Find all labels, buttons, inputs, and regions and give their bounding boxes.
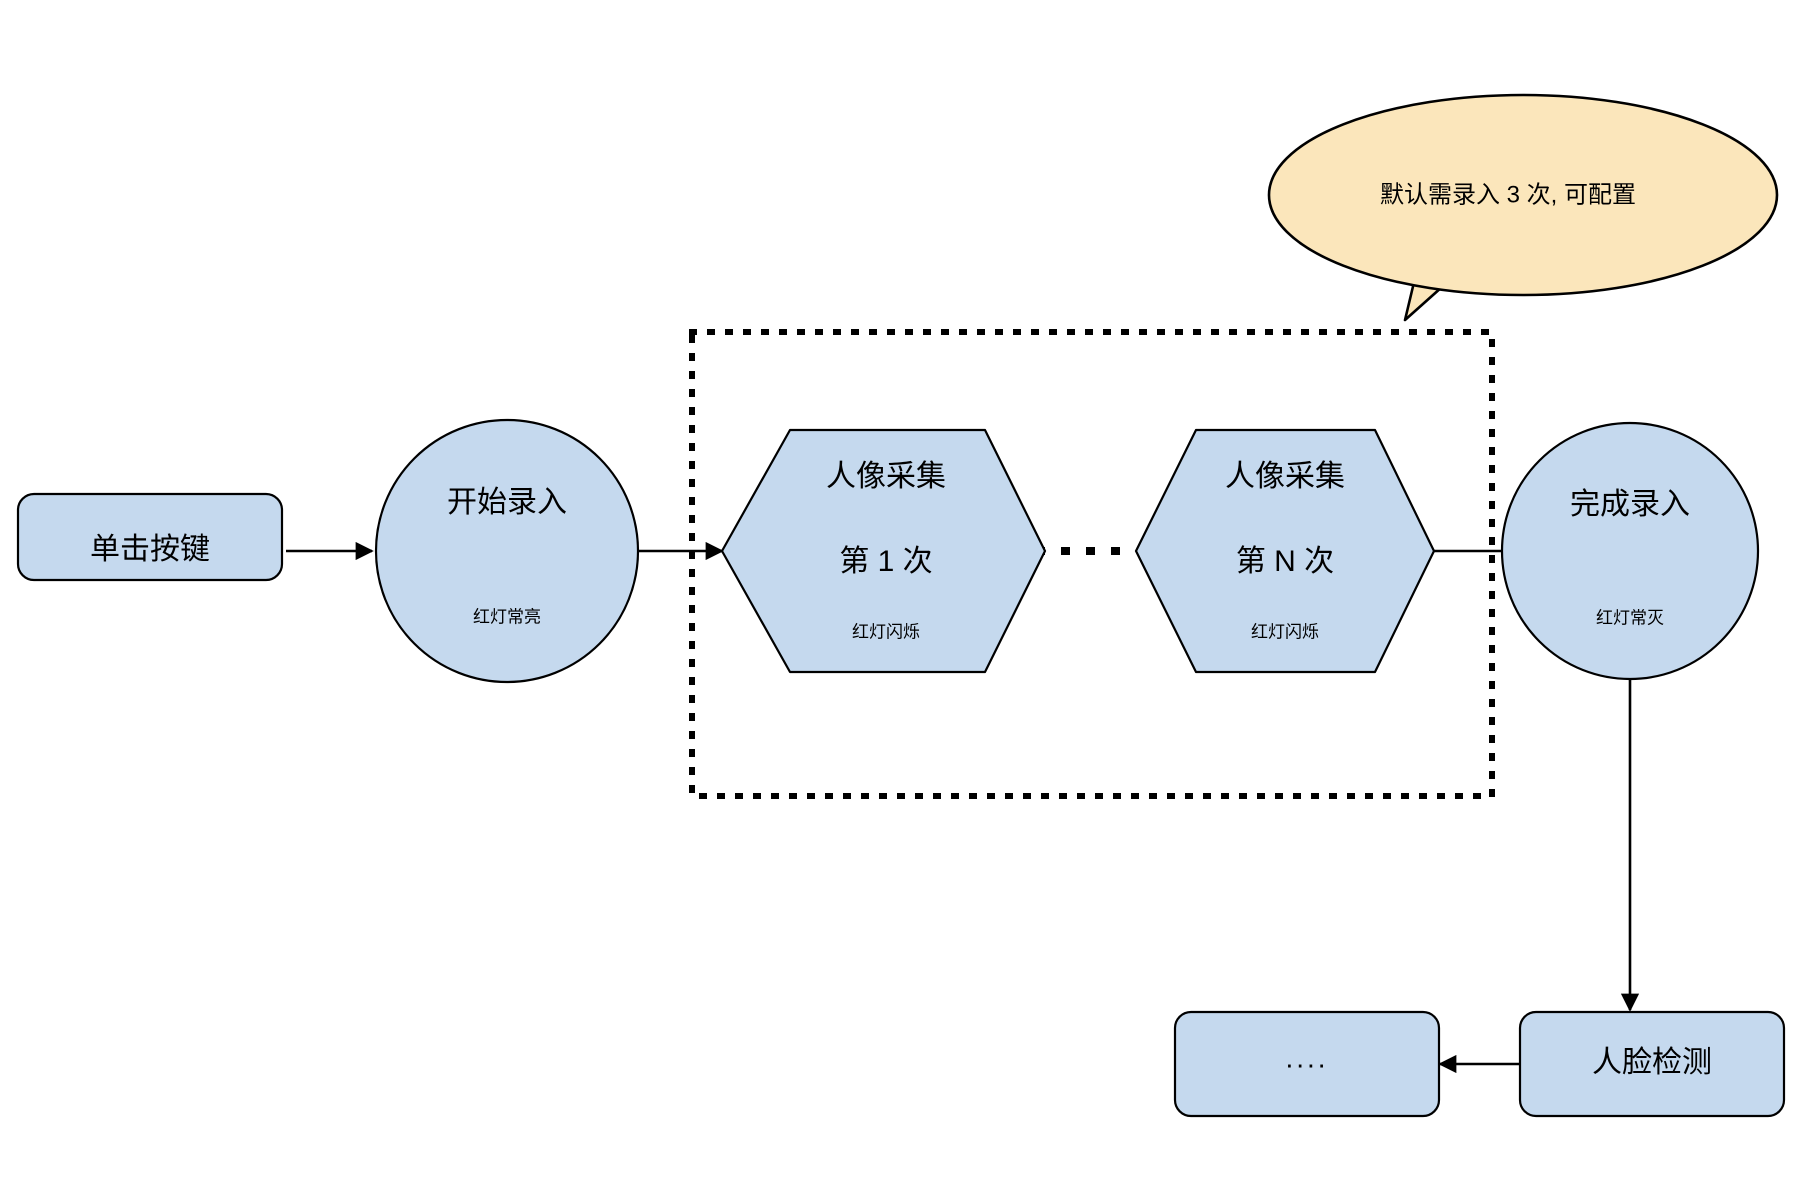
node-capture-nth-label-line2: 第 N 次 [1236, 545, 1334, 578]
node-click-button[interactable]: 单击按键 [16, 492, 284, 582]
node-finish-enroll-sublabel: 红灯常灭 [1596, 608, 1664, 627]
node-start-enroll[interactable]: 开始录入 红灯常亮 [374, 418, 640, 684]
node-start-enroll-label: 开始录入 [447, 486, 567, 519]
callout-bubble: 默认需录入 3 次, 可配置 [1267, 93, 1779, 322]
node-capture-nth[interactable]: 人像采集 第 N 次 红灯闪烁 [1134, 428, 1436, 674]
node-finish-enroll-label: 完成录入 [1570, 488, 1690, 521]
node-click-button-label: 单击按键 [90, 533, 210, 566]
node-capture-nth-label-line1: 人像采集 [1225, 460, 1345, 493]
node-more-steps-label: .... [1285, 1042, 1328, 1073]
node-capture-nth-sublabel: 红灯闪烁 [1251, 622, 1319, 641]
node-more-steps[interactable]: .... [1173, 1010, 1441, 1118]
node-capture-first-label-line2: 第 1 次 [839, 545, 932, 578]
node-face-detect-label: 人脸检测 [1592, 1046, 1712, 1079]
callout-text: 默认需录入 3 次, 可配置 [1380, 181, 1636, 208]
node-capture-first-sublabel: 红灯闪烁 [852, 622, 920, 641]
node-face-detect[interactable]: 人脸检测 [1518, 1010, 1786, 1118]
node-start-enroll-sublabel: 红灯常亮 [473, 607, 541, 626]
node-capture-first[interactable]: 人像采集 第 1 次 红灯闪烁 [720, 428, 1047, 674]
node-capture-first-label-line1: 人像采集 [826, 460, 946, 493]
node-finish-enroll[interactable]: 完成录入 红灯常灭 [1500, 421, 1760, 681]
repeat-loop-group-box [689, 329, 1495, 799]
